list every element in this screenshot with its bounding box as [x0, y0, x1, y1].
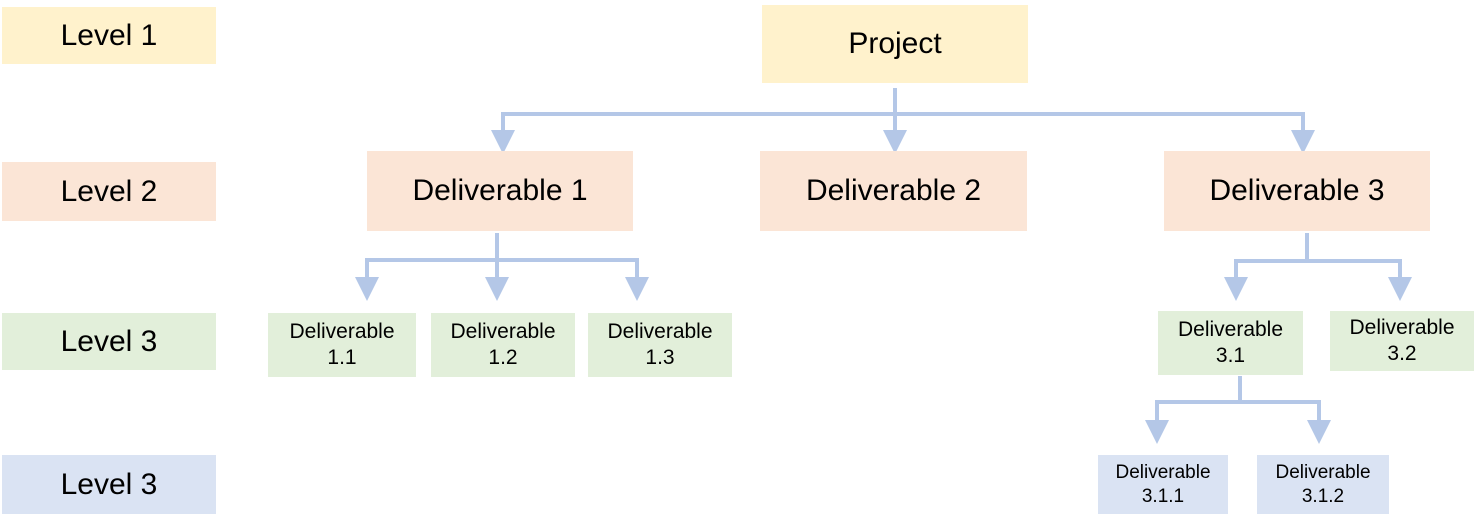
node-deliverable-3-1-label: Deliverable 3.1	[1177, 317, 1284, 367]
node-deliverable-1-label: Deliverable 1	[412, 174, 588, 208]
node-deliverable-3-1-1: Deliverable 3.1.1	[1098, 455, 1228, 514]
level-3-label-text: Level 3	[60, 324, 158, 358]
node-deliverable-1-3-label: Deliverable 1.3	[607, 319, 713, 369]
level-1-label-text: Level 1	[60, 18, 158, 52]
node-deliverable-1-1: Deliverable 1.1	[268, 313, 416, 377]
level-2-label: Level 2	[2, 162, 216, 221]
level-1-label: Level 1	[2, 7, 216, 64]
node-deliverable-3-1: Deliverable 3.1	[1158, 311, 1303, 375]
node-deliverable-2-label: Deliverable 2	[805, 174, 982, 208]
level-2-label-text: Level 2	[60, 174, 158, 208]
node-deliverable-3-1-2-label: Deliverable 3.1.2	[1275, 461, 1371, 507]
node-project: Project	[762, 5, 1028, 83]
node-deliverable-3-2-label: Deliverable 3.2	[1349, 315, 1455, 365]
node-project-label: Project	[848, 27, 942, 61]
node-deliverable-3-label: Deliverable 3	[1209, 174, 1385, 208]
level-3-label: Level 3	[2, 313, 216, 370]
level-4-label-text: Level 3	[60, 467, 158, 501]
node-deliverable-1-3: Deliverable 1.3	[588, 313, 732, 377]
node-deliverable-3-1-2: Deliverable 3.1.2	[1257, 455, 1389, 514]
node-deliverable-3-1-1-label: Deliverable 3.1.1	[1115, 461, 1211, 507]
node-deliverable-1-1-label: Deliverable 1.1	[289, 319, 395, 369]
node-deliverable-1: Deliverable 1	[367, 151, 633, 231]
node-deliverable-3-2: Deliverable 3.2	[1330, 311, 1474, 371]
node-deliverable-3: Deliverable 3	[1164, 151, 1430, 231]
level-4-label: Level 3	[2, 455, 216, 514]
node-deliverable-1-2: Deliverable 1.2	[431, 313, 575, 377]
node-deliverable-1-2-label: Deliverable 1.2	[450, 319, 556, 369]
node-deliverable-2: Deliverable 2	[760, 151, 1027, 231]
